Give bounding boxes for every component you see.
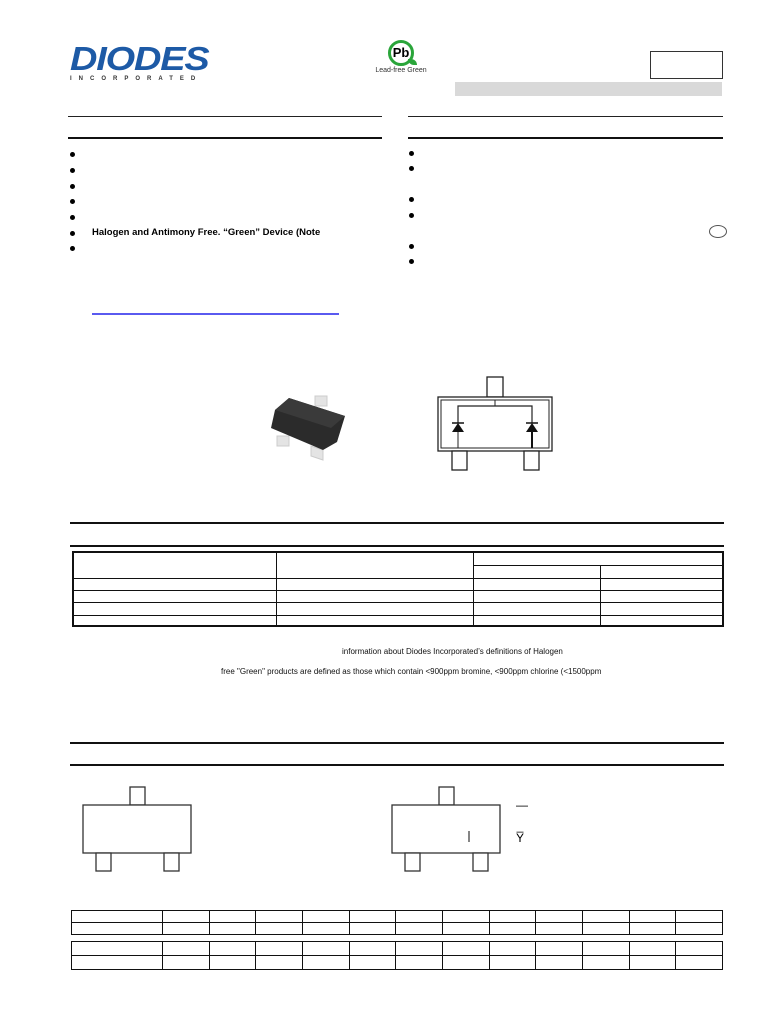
table-row: [72, 577, 724, 591]
table-row: [71, 922, 723, 935]
bullet-icon: [70, 184, 75, 189]
mechanical-bottom-rule: [408, 137, 723, 139]
features-top-rule: [68, 116, 382, 117]
table-header: [276, 551, 474, 579]
ordering-note: information about Diodes Incorporated’s …: [342, 647, 563, 656]
marking-package-with-date-code: [391, 786, 501, 872]
legend-dash: —: [516, 798, 528, 812]
table-subheader: [600, 564, 724, 579]
bullet-icon: [409, 259, 414, 264]
bullet-icon: [70, 152, 75, 157]
e3-marking-circle-icon: [709, 225, 727, 238]
package-photo: [271, 395, 345, 461]
ordering-top-rule: [70, 522, 724, 524]
ordering-bottom-rule: [70, 545, 724, 547]
bullet-icon: [70, 215, 75, 220]
leaf-icon: [408, 59, 417, 65]
table-row: [71, 941, 723, 956]
pin-icon: [276, 395, 328, 461]
table-header: [473, 551, 724, 566]
bullet-icon: [409, 166, 414, 171]
bullet-icon: [70, 246, 75, 251]
table-row: [72, 614, 724, 627]
lead-free-label: Lead-free Green: [375, 67, 427, 74]
logo-subtitle: INCORPORATED: [70, 76, 203, 82]
features-bottom-rule: [68, 137, 382, 139]
ordering-note: free "Green" products are defined as tho…: [221, 667, 602, 676]
diode-icon: [452, 422, 464, 448]
table-header: [72, 551, 277, 579]
mechanical-top-rule: [408, 116, 723, 117]
hyperlink-underline[interactable]: [92, 313, 339, 315]
date-code-table-year: [71, 910, 723, 935]
marking-package-outline: [82, 786, 192, 872]
lead-free-icon: Pb: [388, 40, 417, 66]
ordering-table: [72, 551, 724, 627]
diode-icon: [526, 422, 538, 448]
logo-brand: DIODES: [70, 40, 210, 77]
bullet-icon: [409, 197, 414, 202]
bullet-icon: [70, 231, 75, 236]
diodes-logo: DIODES INCORPORATED: [70, 42, 210, 83]
bullet-icon: [409, 151, 414, 156]
part-number-box: [650, 51, 723, 79]
table-subheader: [473, 564, 601, 579]
bullet-icon: [409, 213, 414, 218]
table-row: [72, 601, 724, 616]
title-bar: [455, 82, 722, 96]
table-row: [72, 589, 724, 603]
table-row: [71, 910, 723, 923]
marking-top-rule: [70, 742, 724, 744]
internal-schematic: [437, 376, 553, 471]
legend-year-code: Y̅: [516, 831, 525, 845]
bullet-icon: [70, 168, 75, 173]
lead-free-green-badge: Pb Lead-free Green: [373, 40, 429, 82]
marking-bottom-rule: [70, 764, 724, 766]
table-row: [71, 955, 723, 970]
date-code-table-month: [71, 941, 723, 970]
bullet-icon: [409, 244, 414, 249]
bullet-icon: [70, 199, 75, 204]
